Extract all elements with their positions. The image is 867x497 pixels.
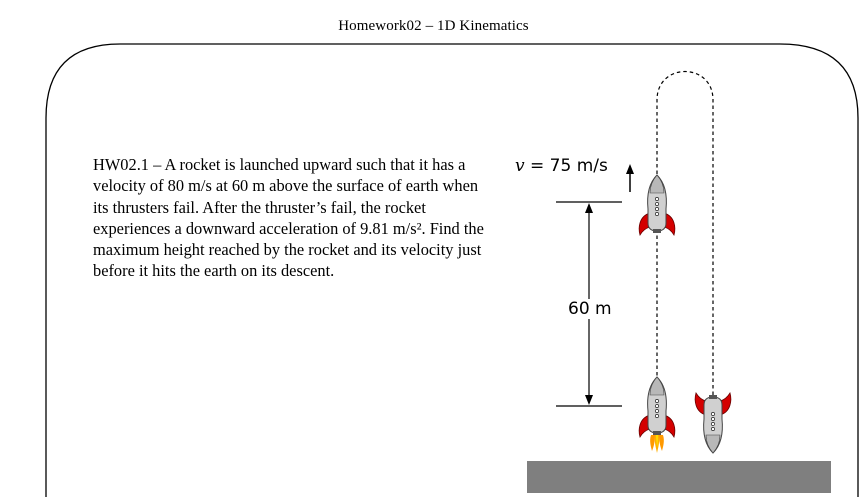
- rocket-icon: [638, 376, 676, 438]
- rocket-icon: [638, 174, 676, 236]
- velocity-value: = 75 m/s: [524, 156, 608, 176]
- height-label: 60 m: [566, 299, 614, 319]
- rocket-icon: [694, 392, 732, 454]
- velocity-arrow: [626, 164, 634, 192]
- page-title: Homework02 – 1D Kinematics: [338, 18, 529, 34]
- problem-statement: HW02.1 – A rocket is launched upward suc…: [93, 155, 484, 281]
- velocity-symbol: v: [515, 156, 525, 176]
- trajectory-path: [656, 70, 714, 398]
- flame-icon: [650, 435, 664, 453]
- ground: [527, 461, 831, 493]
- velocity-label: v = 75 m/s: [515, 156, 608, 176]
